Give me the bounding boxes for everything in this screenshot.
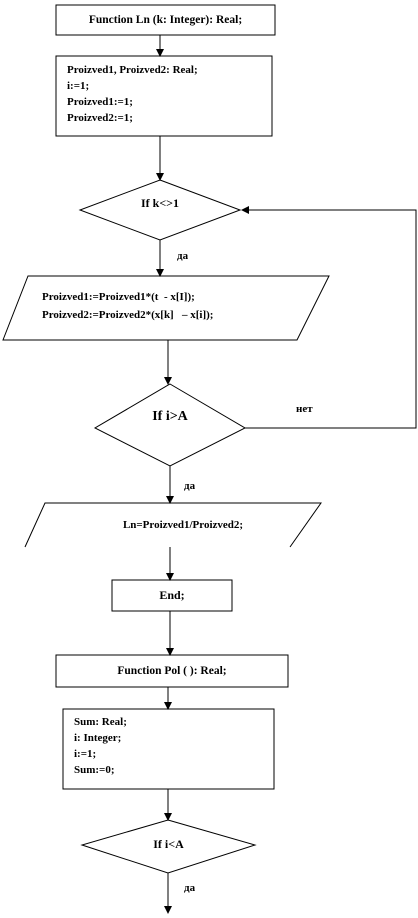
yes-label: да (184, 480, 196, 492)
ln-var-line: Proizved1:=1; (67, 96, 133, 108)
cond-i-gt-a-label: If i>A (152, 409, 188, 424)
no-label: нет (296, 403, 313, 415)
ln-result-label: Ln=Proizved1/Proizved2; (122, 519, 244, 531)
pol-var-line: i: Integer; (74, 732, 122, 744)
func-ln-header-box (55, 4, 276, 36)
end-box (111, 579, 233, 612)
ln-var-line: Proizved1, Proizved2: Real; (67, 64, 198, 76)
func-pol-header-box (55, 654, 289, 688)
func-pol-header: Function Pol ( ): Real; (117, 665, 227, 677)
yes-label: да (177, 250, 189, 262)
cond-k-label: If k<>1 (140, 196, 179, 210)
ln-result-shape (24, 502, 322, 548)
func-ln-header: Function Ln (k: Integer): Real; (88, 14, 243, 26)
pol-var-line: i:=1; (74, 748, 97, 760)
loop-body-parallelogram (2, 275, 330, 341)
loop-back-line (241, 206, 417, 429)
ln-var-line: i:=1; (67, 80, 90, 92)
loop-body-line: Proizved1:=Proizved1*(t - x[I]); (42, 291, 195, 303)
pol-var-line: Sum: Real; (74, 716, 127, 728)
ln-vars-box (55, 55, 273, 137)
pol-var-line: Sum:=0; (74, 764, 115, 776)
end-label: End; (159, 588, 185, 602)
loop-body-line: Proizved2:=Proizved2*(x[k] – x[i]); (42, 309, 214, 321)
ln-var-line: Proizved2:=1; (67, 112, 133, 124)
cond-i-lt-a-label: If i<A (153, 837, 184, 851)
yes-label: да (184, 882, 196, 894)
